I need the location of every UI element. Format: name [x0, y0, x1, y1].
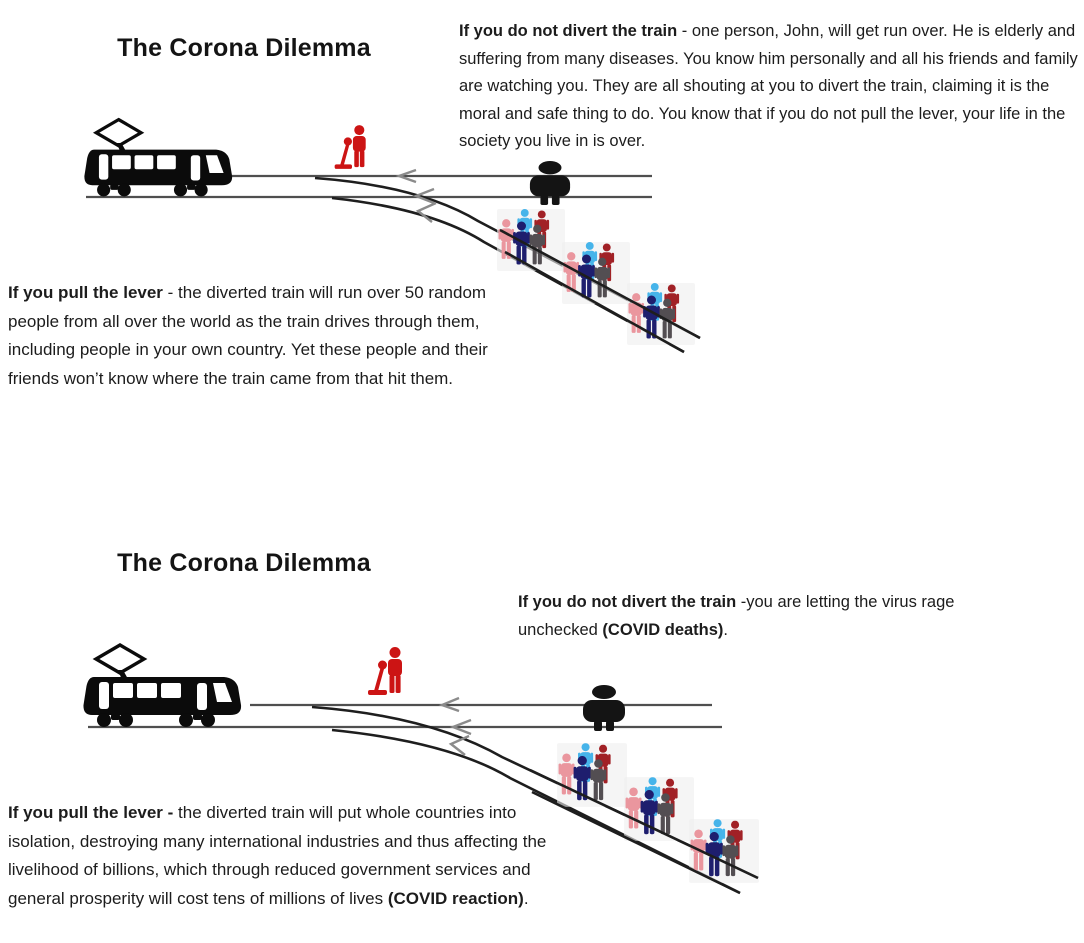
tram-icon — [83, 117, 233, 199]
track-arrow-icon — [415, 201, 437, 223]
diverted-track-overlay-lines — [499, 228, 701, 354]
panel2-no-divert-lead: If you do not divert the train — [518, 593, 737, 611]
diverted-track-upper-line — [314, 176, 701, 340]
panel2-no-divert-end: . — [723, 621, 729, 639]
panel2-pull-lever-end: . — [523, 888, 529, 908]
track-arrow-icon — [438, 696, 460, 713]
panel2-illustration — [82, 643, 759, 895]
panel1-no-divert-body: - one person, John, will get run over. H… — [459, 22, 1078, 150]
diverted-track-overlay-lines — [529, 768, 759, 895]
people-cluster — [497, 209, 565, 271]
person-on-track-icon — [529, 161, 571, 205]
lever-man-icon — [334, 125, 366, 169]
panel2-pull-lever-text: If you pull the lever - the diverted tra… — [8, 799, 568, 913]
panel1-pull-lever-body: - the diverted train will run over 50 ra… — [8, 283, 488, 388]
people-cluster — [557, 743, 627, 807]
panel2-no-divert-tail: (COVID deaths) — [602, 621, 724, 639]
panel2-pull-lever-body: the diverted train will put whole countr… — [8, 803, 547, 908]
panel1-pull-lever-text: If you pull the lever - the diverted tra… — [8, 279, 513, 393]
panel2-title: The Corona Dilemma — [117, 549, 371, 577]
panel1-illustration — [83, 117, 701, 354]
panel2-no-divert-body: -you are letting the virus rage unchecke… — [518, 593, 955, 639]
panel1-no-divert-lead: If you do not divert the train — [459, 22, 678, 40]
track-arrow-icon — [412, 187, 435, 205]
track-arrow-icon — [448, 734, 470, 756]
diverted-track-upper-line — [311, 705, 759, 880]
panel1-pull-lever-lead: If you pull the lever — [8, 283, 163, 302]
tram-icon — [82, 643, 242, 729]
track-arrow-icon — [395, 168, 417, 184]
diverted-track-lower-line — [331, 728, 741, 895]
panel2-no-divert-text: If you do not divert the train -you are … — [518, 588, 1038, 644]
lever-man-icon — [368, 647, 402, 695]
person-on-track-icon — [583, 685, 625, 731]
panel1-no-divert-text: If you do not divert the train - one per… — [459, 18, 1084, 156]
people-cluster — [627, 283, 695, 345]
track-arrow-icon — [449, 718, 472, 736]
panel2-pull-lever-tail: (COVID reaction) — [387, 888, 524, 908]
panel1-title: The Corona Dilemma — [117, 34, 371, 62]
panel2-pull-lever-lead: If you pull the lever - — [8, 803, 174, 822]
